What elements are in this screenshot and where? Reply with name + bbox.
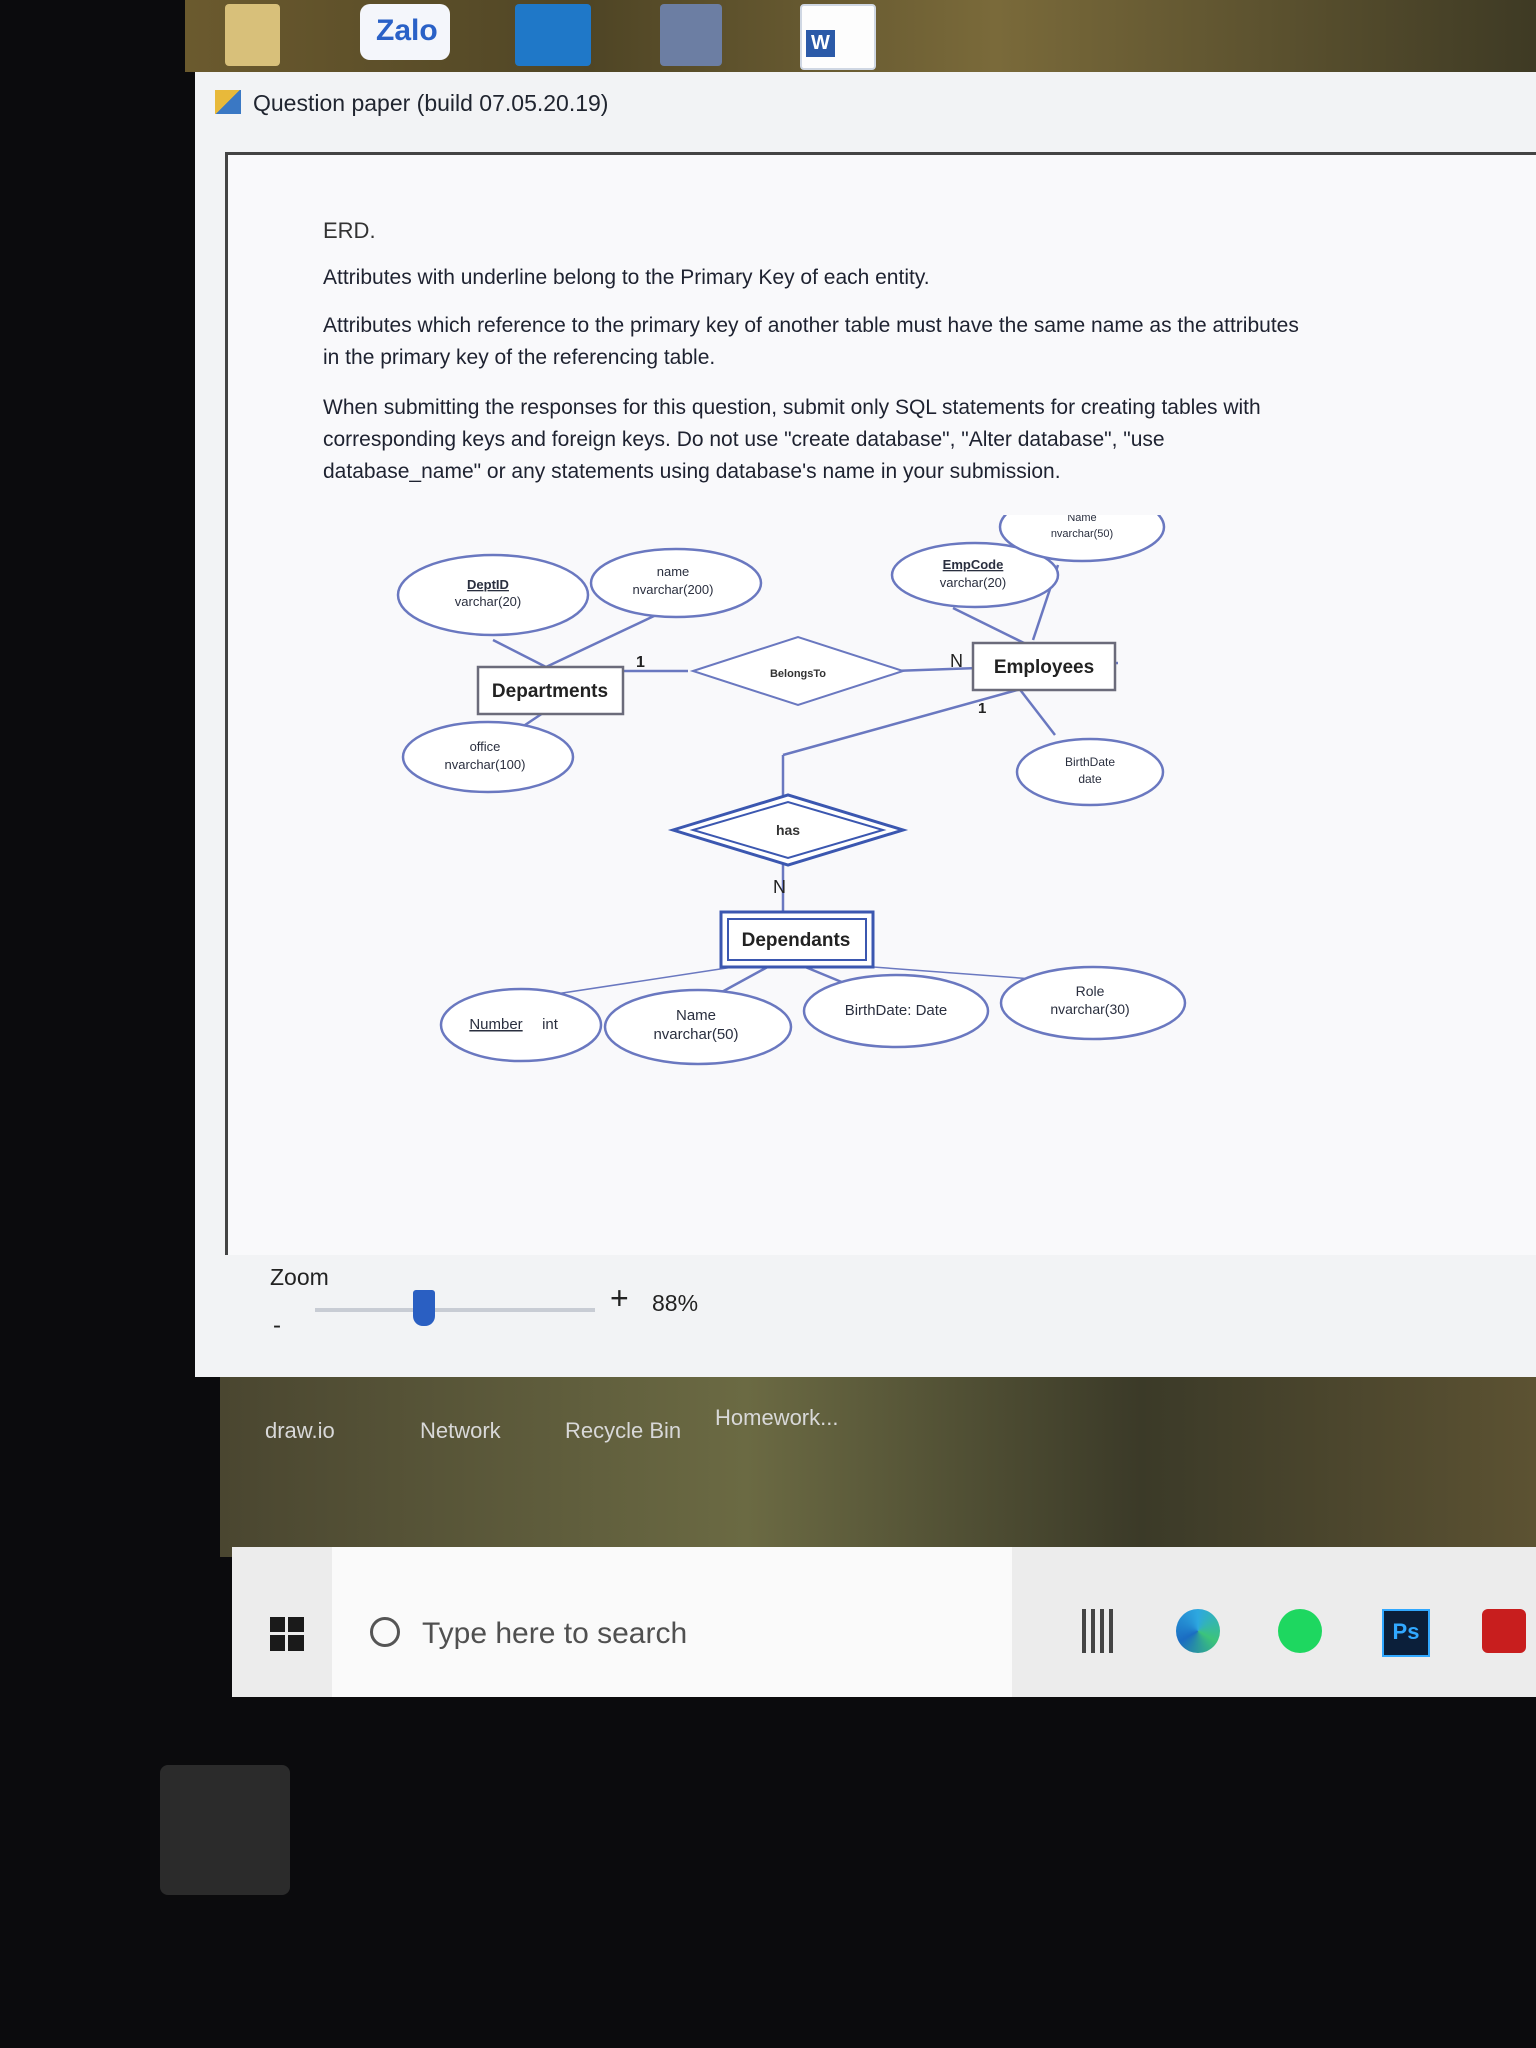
attr-number-type: int: [542, 1016, 559, 1033]
title-bar[interactable]: Question paper (build 07.05.20.19): [195, 72, 1536, 136]
attr-birthdate-type: date: [1078, 772, 1102, 786]
windows-start-icon[interactable]: [270, 1617, 304, 1651]
attr-empname-type: nvarchar(50): [1051, 528, 1113, 540]
zoom-label: Zoom: [270, 1264, 329, 1290]
zoom-out-button[interactable]: -: [273, 1312, 281, 1339]
search-icon: [370, 1617, 400, 1647]
cardinality-label: N: [950, 651, 963, 671]
zalo-label: Zalo: [376, 14, 438, 47]
instruction-paragraph: Attributes with underline belong to the …: [323, 266, 930, 289]
desktop-icon-label[interactable]: Recycle Bin: [565, 1418, 682, 1443]
attr-name-name: name: [657, 564, 690, 579]
question-heading: ERD.: [323, 218, 376, 243]
question-paper-window: Question paper (build 07.05.20.19) ERD. …: [195, 72, 1536, 1377]
app-icon: [215, 90, 241, 114]
attr-role-type: nvarchar(30): [1050, 1001, 1129, 1017]
zalo-shortcut[interactable]: Zalo: [360, 4, 450, 60]
zoom-slider-track[interactable]: [315, 1308, 595, 1312]
question-content: ERD. Attributes with underline belong to…: [225, 152, 1536, 1255]
entity-departments: Departments: [492, 681, 608, 702]
attr-dep-birthdate: BirthDate: Date: [845, 1002, 948, 1019]
attr-office-name: office: [470, 739, 501, 754]
garena-icon[interactable]: [1482, 1609, 1526, 1653]
monitor-stand: [160, 1765, 290, 1895]
instruction-paragraph: Attributes which reference to the primar…: [323, 314, 1299, 369]
attr-name-type: nvarchar(200): [633, 582, 714, 597]
attr-office-type: nvarchar(100): [445, 757, 526, 772]
instruction-paragraph: When submitting the responses for this q…: [323, 396, 1261, 483]
erd-diagram: Departments Employees Dependants Belongs…: [396, 515, 1187, 1066]
cardinality-label: 1: [978, 700, 986, 717]
photoshop-icon[interactable]: Ps: [1382, 1609, 1430, 1657]
taskbar-search[interactable]: Type here to search: [332, 1547, 1012, 1697]
attr-role-name: Role: [1076, 983, 1105, 999]
cardinality-label: 1: [636, 654, 645, 671]
zoom-value: 88%: [652, 1290, 699, 1316]
attr-empcode-type: varchar(20): [940, 575, 1006, 590]
relationship-belongsto: BelongsTo: [770, 668, 826, 680]
word-label: W: [806, 30, 835, 57]
desktop-background: [220, 1377, 1536, 1557]
taskbar: Type here to search Ps: [232, 1547, 1536, 1697]
desktop-icon-label[interactable]: Network: [420, 1418, 501, 1443]
search-input[interactable]: Type here to search: [422, 1617, 688, 1650]
window-title: Question paper (build 07.05.20.19): [253, 90, 609, 116]
attr-deptid-type: varchar(20): [455, 594, 521, 609]
relationship-has: has: [776, 822, 800, 838]
attr-empname-name: Name: [1067, 515, 1096, 524]
zoom-in-button[interactable]: +: [610, 1280, 629, 1316]
virtualbox-icon[interactable]: [660, 4, 722, 66]
spotify-icon[interactable]: [1278, 1609, 1322, 1653]
cardinality-label: N: [773, 877, 786, 897]
desktop-icon-label[interactable]: draw.io: [265, 1418, 335, 1443]
attr-birthdate-name: BirthDate: [1065, 755, 1115, 769]
entity-employees: Employees: [994, 657, 1094, 678]
user-folder-icon[interactable]: [225, 4, 280, 66]
attr-empcode-name: EmpCode: [943, 557, 1004, 572]
attr-number-name: Number: [469, 1016, 522, 1033]
attr-deptid-name: DeptID: [467, 577, 509, 592]
desktop-icon-label[interactable]: Homework...: [715, 1405, 839, 1430]
attr-depname-type: nvarchar(50): [653, 1026, 738, 1043]
attr-depname-name: Name: [676, 1007, 716, 1024]
word-document-icon[interactable]: W: [800, 4, 876, 70]
task-view-icon[interactable]: [1082, 1609, 1114, 1653]
entity-dependants: Dependants: [742, 930, 851, 951]
chart-app-icon[interactable]: [515, 4, 591, 66]
edge-icon[interactable]: [1176, 1609, 1220, 1653]
zoom-slider-thumb[interactable]: [413, 1290, 435, 1326]
